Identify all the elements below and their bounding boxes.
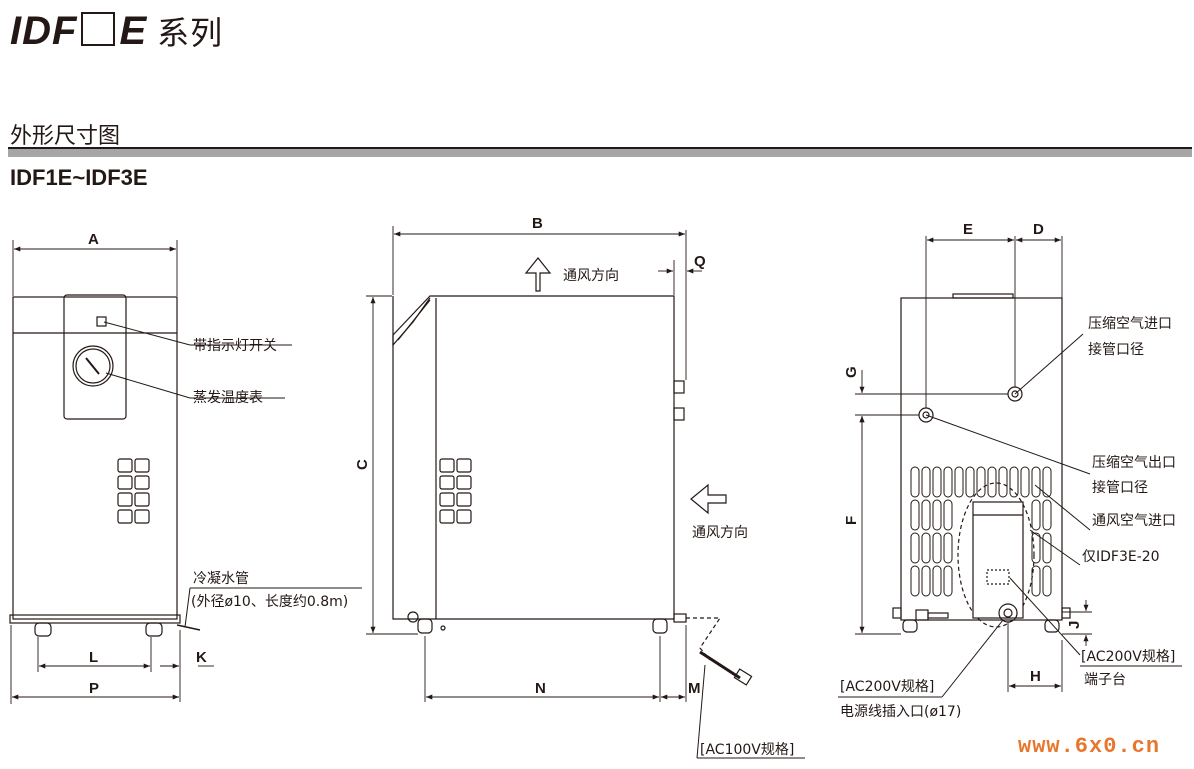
dim-H: H [1030,668,1041,685]
watermark: www.6x0.cn [1018,734,1161,759]
model-range: IDF1E~IDF3E [10,165,148,190]
terminal-spec-label: [AC200V规格] [1081,649,1175,665]
dim-A: A [88,231,99,248]
switch-label: 带指示灯开关 [193,338,277,354]
gauge-label: 蒸发温度表 [193,390,263,406]
side-vent-grid [439,458,472,524]
inlet-size-label: 接管口径 [1088,341,1144,358]
dim-L: L [89,649,98,666]
terminal-box [972,501,1024,619]
drain-label: 冷凝水管 [193,571,249,587]
series-prefix: IDF [10,9,78,53]
plug-icon [733,668,753,686]
section-divider [8,147,1192,157]
dim-E: E [963,221,973,238]
dim-N: N [535,680,546,697]
outlet-label: 压缩空气出口 [1092,455,1176,471]
front-body [12,296,178,620]
front-view [9,294,362,637]
idf3e-only-label: 仅IDF3E-20 [1082,549,1160,565]
section-title: 外形尺寸图 [10,124,121,149]
vent-inlet-label: 通风空气进口 [1092,513,1176,529]
side-body [392,295,675,620]
back-vent-louvres [910,466,1052,597]
dim-J: J [1066,621,1083,629]
power-spec-label: [AC200V规格] [840,679,934,695]
dim-Q: Q [694,253,706,270]
back-view [838,293,1182,698]
airflow-side-label: 通风方向 [692,525,748,541]
dim-B: B [532,215,543,232]
outlet-size-label: 接管口径 [1092,479,1148,496]
inlet-label: 压缩空气进口 [1088,316,1172,332]
dim-P: P [89,680,99,697]
control-panel [63,294,127,420]
airflow-top-label: 通风方向 [563,268,619,284]
side-view [392,257,805,759]
series-suffix: E [119,9,148,53]
switch-icon [96,316,107,327]
front-vent-grid [117,458,150,524]
series-word: 系列 [157,14,224,52]
terminal-label: 端子台 [1084,672,1126,688]
dim-M: M [688,680,701,697]
dim-F: F [843,516,860,525]
airflow-up-arrow [524,257,552,292]
gauge-icon [72,345,114,387]
terminal-block-icon [986,569,1010,585]
airflow-in-arrow [690,483,727,515]
drain-spec: (外径ø10、长度约0.8m) [191,594,348,610]
plug-spec-label: [AC100V规格] [700,742,794,758]
dim-G: G [843,366,860,378]
dim-D: D [1033,221,1044,238]
dim-C: C [354,459,371,470]
dim-K: K [196,649,207,666]
placeholder-box [81,12,116,46]
power-inlet-label: 电源线插入口(ø17) [840,704,961,720]
